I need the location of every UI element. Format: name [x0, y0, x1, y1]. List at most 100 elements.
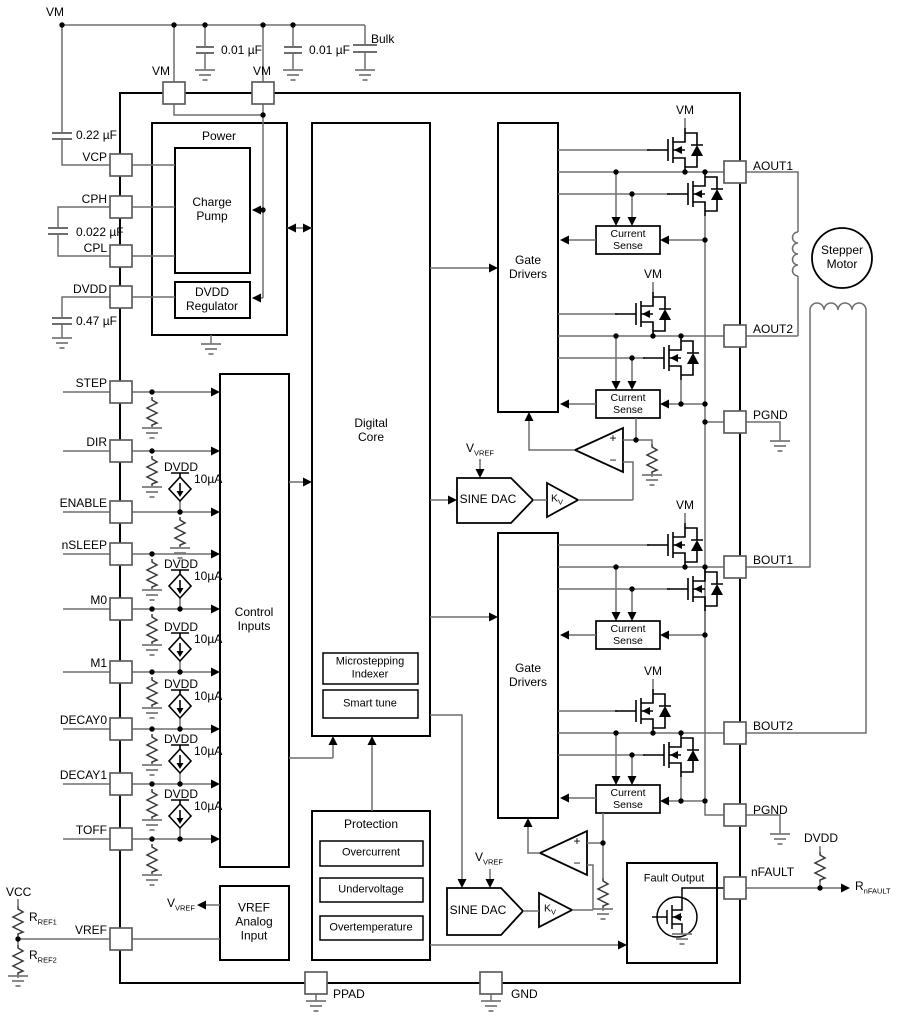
pin-nsleep-label: nSLEEP: [61, 538, 107, 553]
vm-fet-a1-label: VM: [676, 103, 694, 118]
undervoltage-label: Undervoltage: [338, 883, 404, 896]
pin-pgnd-b-label: PGND: [753, 803, 788, 818]
pin-cpl-label: CPL: [83, 241, 107, 256]
cap-001-label-1: 0.01 µF: [221, 43, 262, 58]
overtemperature-block: [319, 915, 424, 941]
pin-pgnd-b: [723, 803, 747, 827]
pin-step: [109, 380, 133, 404]
pin-bout2: [723, 721, 747, 745]
vm-fet-b2-label: VM: [644, 664, 662, 679]
dvdd-supply-label-2: DVDD: [163, 557, 199, 572]
fault-output-label: Fault Output: [643, 872, 705, 885]
gate-drivers-b-label: Gate Drivers: [509, 661, 547, 689]
smart-tune-label: Smart tune: [343, 697, 397, 710]
pin-nfault-label: nFAULT: [751, 865, 795, 880]
digital-core-label: Digital Core: [354, 416, 388, 444]
pin-pgnd-a: [723, 410, 747, 434]
vm-rail-label: VM: [46, 5, 64, 20]
phase-a-winding: [791, 231, 799, 277]
dvdd-supply-label-5: DVDD: [163, 732, 199, 747]
current-sense-b2-block: [595, 784, 661, 814]
pin-vref: [109, 927, 133, 951]
kv-gain-a-label: KV: [550, 492, 564, 507]
overcurrent-block: [319, 840, 424, 867]
smart-tune-block: [322, 689, 419, 719]
kv-gain-b-label: KV: [543, 902, 557, 917]
wires: [17, 24, 867, 1001]
pin-dir-label: DIR: [86, 435, 107, 450]
microstepping-indexer-label: Microstepping Indexer: [335, 655, 405, 680]
vcc-label: VCC: [6, 885, 32, 900]
charge-pump-label: Charge Pump: [192, 195, 232, 223]
pin-decay1: [109, 772, 133, 796]
pin-m0-label: M0: [90, 593, 107, 608]
comparator-b-plus: +: [573, 834, 581, 849]
vref-analog-input-label: VREF Analog Input: [235, 900, 273, 942]
pin-dir: [109, 439, 133, 463]
pin-step-label: STEP: [75, 376, 107, 391]
pin-bout2-label: BOUT2: [753, 719, 794, 734]
sine-dac-b-label: SINE DAC: [449, 903, 507, 918]
pin-ppad-label: PPAD: [333, 987, 365, 1002]
vref-analog-input-block: [219, 885, 290, 961]
protection-label: Protection: [343, 817, 399, 832]
pin-bout1-label: BOUT1: [753, 553, 794, 568]
pin-cph-label: CPH: [81, 192, 107, 207]
cap-047-label: 0.47 µF: [76, 314, 117, 329]
pin-m1: [109, 660, 133, 684]
phase-b-winding: [809, 302, 867, 311]
pin-m1-label: M1: [90, 656, 107, 671]
dvdd-pullup-label: DVDD: [803, 831, 839, 846]
pin-vref-label: VREF: [74, 923, 107, 938]
current-10ua-label-3: 10µA: [194, 632, 223, 647]
gate-drivers-a-block: [497, 122, 559, 413]
pin-m0: [109, 597, 133, 621]
pin-vm-1: [162, 81, 186, 105]
stepper-motor-shape: [811, 227, 873, 289]
pin-aout1-label: AOUT1: [753, 159, 794, 174]
control-inputs-label: Control Inputs: [234, 605, 274, 633]
dvdd-supply-label-1: DVDD: [163, 460, 199, 475]
rref1-label: RREF1: [29, 909, 57, 927]
comparator-b-shape: [537, 829, 588, 877]
vm-fet-b1-label: VM: [676, 498, 694, 513]
pins: [109, 81, 747, 995]
current-sense-b2-label: Current Sense: [610, 786, 646, 811]
undervoltage-block: [319, 877, 424, 903]
pin-cph: [109, 195, 133, 219]
pin-vm-2-label: VM: [253, 64, 271, 79]
pin-vm-1-label: VM: [152, 64, 170, 79]
junction-dots: [15, 22, 823, 942]
pin-aout2-label: AOUT2: [753, 322, 794, 337]
sine-dac-a-shape: [456, 477, 535, 524]
bulk-cap-label: Bulk: [371, 32, 395, 47]
rnfault-label: RnFAULT: [855, 878, 891, 896]
pin-decay0-label: DECAY0: [59, 713, 107, 728]
pin-toff: [109, 827, 133, 851]
stepper-motor-label: Stepper Motor: [820, 243, 864, 271]
current-sense-b1-label: Current Sense: [610, 622, 646, 647]
pin-vcp-label: VCP: [82, 150, 107, 165]
pin-ppad: [304, 971, 328, 995]
control-inputs-block: [219, 373, 290, 868]
pin-vm-2: [251, 81, 275, 105]
pin-dvdd: [109, 285, 133, 309]
pin-decay1-label: DECAY1: [59, 768, 107, 783]
pin-toff-label: TOFF: [75, 823, 107, 838]
cap-0022-label: 0.022 µF: [76, 225, 124, 240]
comparator-a-shape: [572, 426, 624, 474]
pin-gnd: [479, 971, 503, 995]
microstepping-indexer-block: [322, 652, 419, 685]
current-10ua-label-4: 10µA: [194, 689, 223, 704]
comparator-b-minus: −: [573, 856, 581, 871]
pin-aout1: [723, 160, 747, 184]
pin-enable-label: ENABLE: [59, 496, 107, 511]
pin-nfault: [723, 876, 747, 900]
fault-output-mosfet: [652, 887, 724, 934]
pin-vcp: [109, 153, 133, 177]
current-10ua-label-1: 10µA: [194, 472, 223, 487]
pin-decay0: [109, 717, 133, 741]
pin-dvdd-label: DVDD: [72, 282, 107, 297]
charge-pump-block: [174, 147, 251, 274]
current-10ua-label-2: 10µA: [194, 569, 223, 584]
